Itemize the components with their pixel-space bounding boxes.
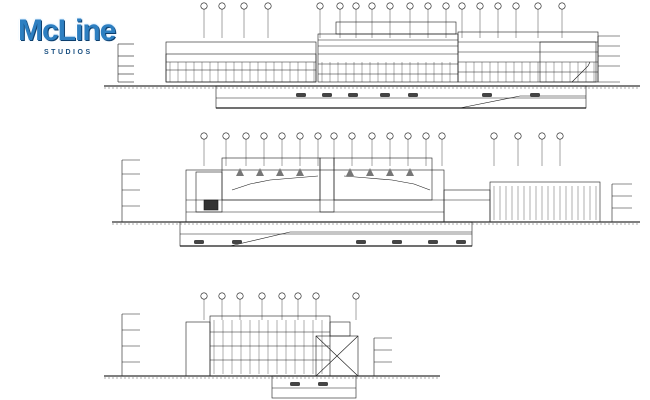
grid-axis-bubble — [222, 132, 230, 140]
stage-light-icon — [366, 168, 374, 176]
basement-bottom — [271, 375, 357, 399]
car-icon — [428, 240, 438, 244]
grid-axis-bubble — [296, 132, 304, 140]
brand-logo: McLine STUDIOS — [18, 14, 130, 62]
level-scale-right-bottom — [373, 337, 392, 377]
grid-axis-bubble — [558, 2, 566, 10]
grid-axis-bubble — [312, 292, 320, 300]
building-top — [165, 21, 599, 83]
section-top — [104, 2, 640, 109]
building-middle — [185, 157, 601, 223]
grid-axis-bubble — [458, 2, 466, 10]
car-icon — [408, 93, 418, 97]
level-scale-left-top — [117, 43, 134, 83]
grid-axis-bubble — [556, 132, 564, 140]
car-icon — [194, 240, 204, 244]
stage-light-icon — [236, 168, 244, 176]
grid-axis-bubble — [368, 2, 376, 10]
grid-axis-bubble — [534, 2, 542, 10]
level-scale-left-middle — [121, 159, 140, 223]
grid-axis-bubble — [386, 132, 394, 140]
grid-axis-bubble — [258, 292, 266, 300]
car-icon — [318, 382, 328, 386]
grid-axis-bubble — [406, 2, 414, 10]
stage-light-icon — [406, 168, 414, 176]
car-icon — [348, 93, 358, 97]
grid-axis-bubble — [404, 132, 412, 140]
grid-axis-bubble — [264, 2, 272, 10]
grid-markers-bottom — [200, 292, 360, 320]
grid-axis-bubble — [438, 132, 446, 140]
car-icon — [530, 93, 540, 97]
section-bottom — [104, 292, 440, 399]
level-scale-right-top — [597, 35, 620, 83]
grid-axis-bubble — [236, 292, 244, 300]
car-icon — [392, 240, 402, 244]
grid-axis-bubble — [260, 132, 268, 140]
car-icon — [296, 93, 306, 97]
grid-axis-bubble — [368, 132, 376, 140]
grid-axis-bubble — [316, 2, 324, 10]
grid-axis-bubble — [422, 132, 430, 140]
section-middle — [112, 132, 640, 247]
grid-axis-bubble — [200, 292, 208, 300]
basement-middle — [179, 221, 473, 247]
stage-light-icon — [256, 168, 264, 176]
grid-axis-bubble — [442, 2, 450, 10]
grid-axis-bubble — [348, 132, 356, 140]
car-icon — [482, 93, 492, 97]
grid-axis-bubble — [490, 132, 498, 140]
grid-axis-bubble — [240, 2, 248, 10]
grid-axis-bubble — [314, 132, 322, 140]
grid-axis-bubble — [514, 132, 522, 140]
grid-markers-middle — [200, 132, 564, 166]
car-icon — [232, 240, 242, 244]
grid-axis-bubble — [386, 2, 394, 10]
grid-axis-bubble — [494, 2, 502, 10]
logo-tagline: STUDIOS — [44, 49, 93, 56]
grid-axis-bubble — [278, 132, 286, 140]
grid-axis-bubble — [200, 2, 208, 10]
car-icon — [356, 240, 366, 244]
stage-light-icon — [276, 168, 284, 176]
building-bottom — [185, 315, 359, 377]
car-icon — [380, 93, 390, 97]
car-icon — [290, 382, 300, 386]
grid-axis-bubble — [476, 2, 484, 10]
grid-axis-bubble — [294, 292, 302, 300]
level-scale-left-bottom — [121, 313, 140, 377]
grid-axis-bubble — [512, 2, 520, 10]
logo-wordmark: McLine — [18, 14, 116, 47]
grid-axis-bubble — [330, 132, 338, 140]
grid-axis-bubble — [242, 132, 250, 140]
grid-markers-top — [200, 2, 566, 38]
grid-axis-bubble — [218, 292, 226, 300]
stage-light-icon — [296, 168, 304, 176]
level-scale-right-middle — [611, 183, 632, 223]
car-icon — [456, 240, 466, 244]
grid-axis-bubble — [336, 2, 344, 10]
grid-axis-bubble — [352, 2, 360, 10]
grid-axis-bubble — [200, 132, 208, 140]
stage-light-icon — [346, 168, 354, 176]
grid-axis-bubble — [538, 132, 546, 140]
basement-top — [215, 85, 587, 109]
grid-axis-bubble — [218, 2, 226, 10]
grid-axis-bubble — [424, 2, 432, 10]
stage-light-icon — [386, 168, 394, 176]
car-icon — [322, 93, 332, 97]
grid-axis-bubble — [352, 292, 360, 300]
grid-axis-bubble — [278, 292, 286, 300]
